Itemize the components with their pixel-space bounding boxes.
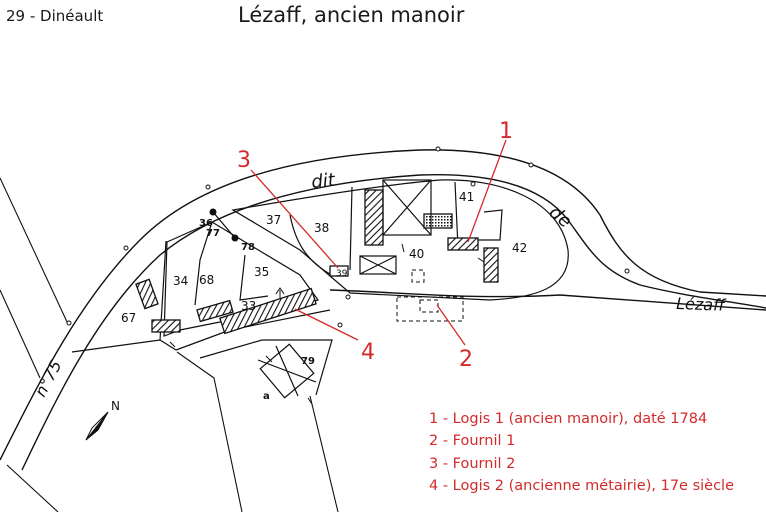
legend-item-2: 2 - Fournil 1: [429, 433, 516, 450]
legend-item-3: 3 - Fournil 2: [429, 455, 516, 472]
parcel-38: 38: [314, 221, 329, 235]
building-40a: [364, 189, 384, 246]
building-39: [329, 265, 349, 277]
callout-leader-2: [436, 304, 466, 346]
page-title: Lézaff, ancien manoir: [238, 3, 465, 27]
building-33: [196, 299, 234, 323]
buildings-crossed: [257, 179, 432, 399]
north-arrow: N: [85, 399, 120, 441]
callouts: [250, 139, 507, 346]
field-boundaries: [0, 177, 339, 512]
upper-enclosure: [231, 179, 569, 301]
parcel-40: 40: [409, 247, 424, 261]
callout-number-3: 3: [237, 148, 251, 173]
callout-leader-4: [294, 308, 359, 341]
parcel-41: 41: [459, 190, 474, 204]
legend: 1 - Logis 1 (ancien manoir), daté 1784 2…: [429, 408, 734, 498]
road: [0, 149, 766, 471]
callout-leader-3: [250, 169, 339, 269]
parcel-37: 37: [266, 213, 281, 227]
north-label: N: [111, 399, 120, 413]
callout-numbers: 1 2 3 4: [237, 119, 513, 372]
building-67a: [135, 278, 159, 310]
parcel-68: 68: [199, 273, 214, 287]
building-logis-2: [219, 287, 317, 335]
parcel-78: 78: [241, 242, 255, 253]
callout-number-1: 1: [499, 119, 513, 144]
road-label-dit: dit: [310, 170, 336, 193]
legend-item-4: 4 - Logis 2 (ancienne métairie), 17e siè…: [429, 478, 735, 495]
road-label-de: de: [545, 202, 576, 233]
building-logis-1: [447, 237, 479, 251]
parcel-numbers: 37 38 41 42 40 39 36 77 78 34 68 35 33 6…: [121, 190, 527, 402]
building-logis-1-wing: [483, 247, 499, 283]
parcel-a: a: [263, 391, 270, 402]
parcel-39: 39: [336, 269, 348, 279]
callout-leader-1: [467, 139, 507, 243]
parcel-67: 67: [121, 311, 136, 325]
parcel-36: 36: [199, 218, 213, 229]
road-markers: [66, 146, 630, 328]
commune-label: 29 - Dinéault: [6, 7, 104, 25]
parcel-42: 42: [512, 241, 527, 255]
buildings-hatched: [135, 189, 499, 335]
parcel-35: 35: [254, 265, 269, 279]
parcel-34: 34: [173, 274, 188, 288]
map-symbols: [169, 208, 485, 405]
building-67b: [151, 319, 181, 333]
parcel-77: 77: [206, 228, 220, 239]
parcel-79: 79: [301, 356, 315, 367]
building-fournil-dotted: [423, 213, 453, 229]
callout-number-4: 4: [361, 340, 375, 365]
legend-item-1: 1 - Logis 1 (ancien manoir), daté 1784: [429, 411, 708, 427]
road-label-lezaff: Lézaff: [676, 294, 728, 315]
parcel-33: 33: [241, 299, 256, 313]
callout-number-2: 2: [459, 347, 473, 372]
